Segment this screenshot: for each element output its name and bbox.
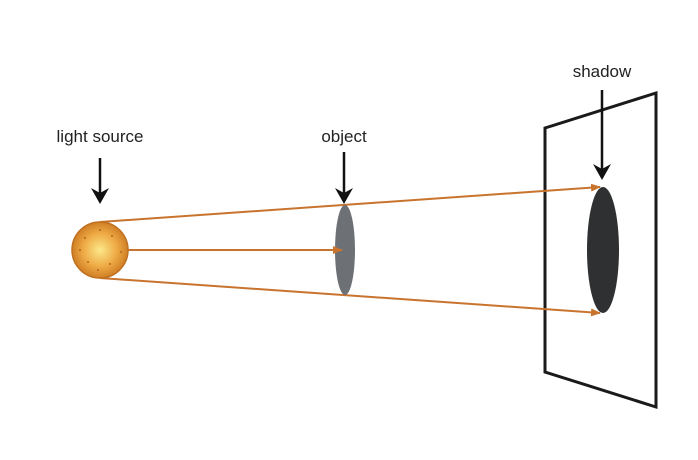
- object-shape: [335, 205, 355, 295]
- screen: [543, 90, 658, 410]
- pointer-arrows: [91, 90, 611, 204]
- shadow-label: shadow: [572, 62, 632, 81]
- light-source-label: light source: [56, 127, 144, 146]
- shadow-shape: [587, 187, 619, 313]
- object-label: object: [321, 127, 367, 146]
- ray-top: [99, 183, 601, 223]
- light-source-sun: [71, 221, 129, 279]
- ray-bottom: [99, 277, 601, 317]
